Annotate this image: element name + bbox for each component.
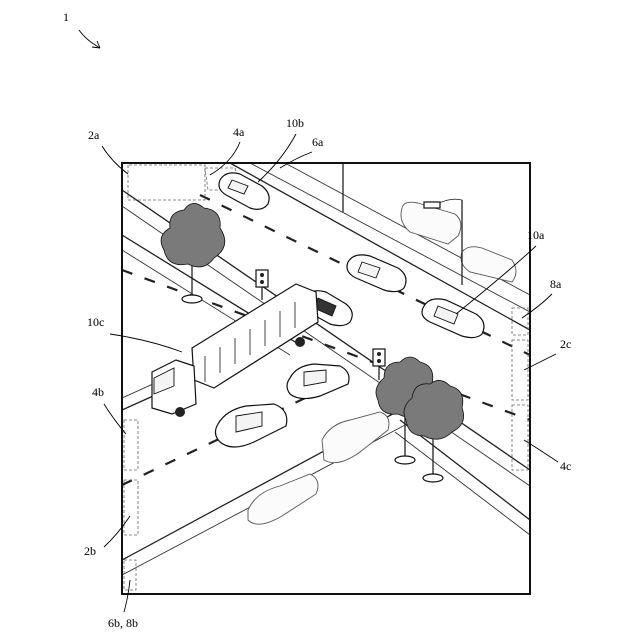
leader-6a [280,152,312,168]
label-4b: 4b [92,385,104,399]
label-4c: 4c [560,459,571,473]
zone-6b-8b [124,560,136,590]
leader-8a [522,294,552,318]
label-2c: 2c [560,337,571,351]
car-upper-middle [347,255,406,292]
zone-2b [124,480,138,535]
traffic-signal-right [373,349,385,380]
intersection-scene [122,163,530,590]
zone-2a [128,165,205,200]
label-10b: 10b [286,116,304,130]
traffic-signal-left [256,270,268,300]
label-2b: 2b [84,544,96,558]
label-2a: 2a [88,128,100,142]
car-10a [422,299,484,338]
label-10c: 10c [87,315,104,329]
leader-10c [110,334,182,352]
leader-2b [104,516,130,547]
leader-2c [524,354,556,370]
label-1: 1 [63,10,69,24]
zone-2c [512,340,528,400]
tree-right-2 [404,380,464,482]
label-8a: 8a [550,277,562,291]
shrub-bottom [248,474,318,524]
leader-6b-8b [124,580,130,612]
main-road-lower-curb-right [395,432,530,535]
label-4a: 4a [233,125,245,139]
shrub-center [322,412,389,463]
zone-4b [124,420,138,470]
label-6b-8b: 6b, 8b [108,616,138,630]
car-center [287,364,349,399]
label-6a: 6a [312,135,324,149]
label-1-arrow [79,30,100,48]
leader-10b [258,134,296,182]
car-bottom-left [215,404,286,447]
shrub-right [461,247,516,282]
leader-2a [102,146,128,174]
street-lamp-head [424,202,440,208]
label-10a: 10a [527,228,545,242]
